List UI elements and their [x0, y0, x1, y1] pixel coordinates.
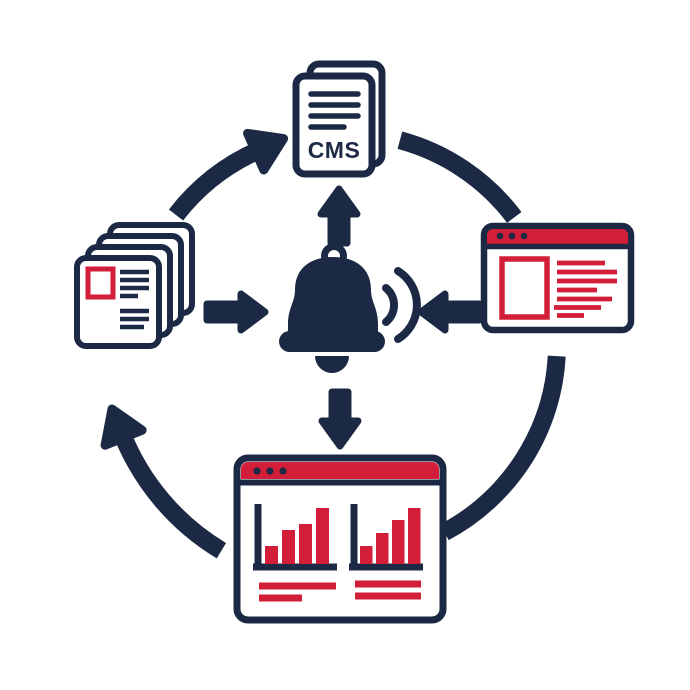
browser-article-icon	[480, 222, 635, 334]
browser-window	[480, 222, 635, 334]
cycle-arc-top-left-arrowhead	[243, 128, 289, 175]
card-text-lines	[120, 269, 149, 330]
sound-wave-small	[382, 284, 399, 326]
arrow-down-icon	[318, 388, 362, 450]
arrow-left-icon	[417, 290, 483, 334]
chart-bar	[360, 546, 373, 564]
chart-bar	[299, 524, 312, 564]
card-image-placeholder	[85, 266, 116, 300]
window-dot	[279, 467, 287, 475]
bell-arrows	[203, 185, 483, 450]
dashboard-window	[233, 454, 447, 624]
bell-clapper	[315, 356, 349, 373]
cycle-arc-top-left	[168, 142, 263, 221]
window-dot	[266, 467, 274, 475]
window-dot	[520, 232, 528, 240]
cms-documents-icon: CMS	[292, 60, 386, 178]
article-image-placeholder	[499, 256, 550, 320]
sound-wave-large	[394, 267, 421, 343]
cycle-arrows	[100, 128, 566, 559]
window-dot	[508, 232, 516, 240]
chart-axis	[349, 504, 423, 571]
document-stack-icon	[74, 222, 195, 349]
analytics-dashboard-icon	[233, 454, 447, 624]
article-text-lines	[554, 260, 617, 318]
window-dot	[253, 467, 261, 475]
chart-bar	[376, 533, 389, 564]
chart-bar	[392, 520, 405, 564]
cycle-arc-bottom-left-arrowhead	[100, 404, 147, 450]
chart-axis	[253, 504, 337, 571]
chart-bars	[360, 508, 421, 564]
cycle-arc-bottom-left	[114, 431, 227, 559]
bell-dome	[288, 257, 378, 335]
cms-label: CMS	[308, 137, 361, 163]
browser-titlebar-fill	[487, 235, 628, 244]
bar-chart-left	[253, 504, 337, 602]
chart-bar	[265, 546, 278, 564]
sound-wave-icon	[382, 267, 421, 343]
chart-bars	[265, 508, 329, 564]
cycle-arc-bottom-right	[440, 355, 566, 541]
notification-bell-icon	[279, 243, 421, 373]
dashboard-titlebar-fill	[241, 470, 439, 479]
arrow-right-icon	[203, 290, 269, 334]
arrow-up-icon	[317, 185, 361, 247]
chart-bar	[408, 508, 421, 564]
bell-base-bar	[279, 331, 385, 352]
chart-bar	[282, 530, 295, 564]
browser-window-dots	[496, 232, 528, 240]
cycle-arc-top-right	[397, 131, 522, 223]
window-dot	[496, 232, 504, 240]
cms-text-lines	[308, 91, 361, 130]
chart-bar	[316, 508, 329, 564]
bar-chart-right	[349, 504, 423, 600]
dashboard-window-dots	[253, 467, 287, 475]
